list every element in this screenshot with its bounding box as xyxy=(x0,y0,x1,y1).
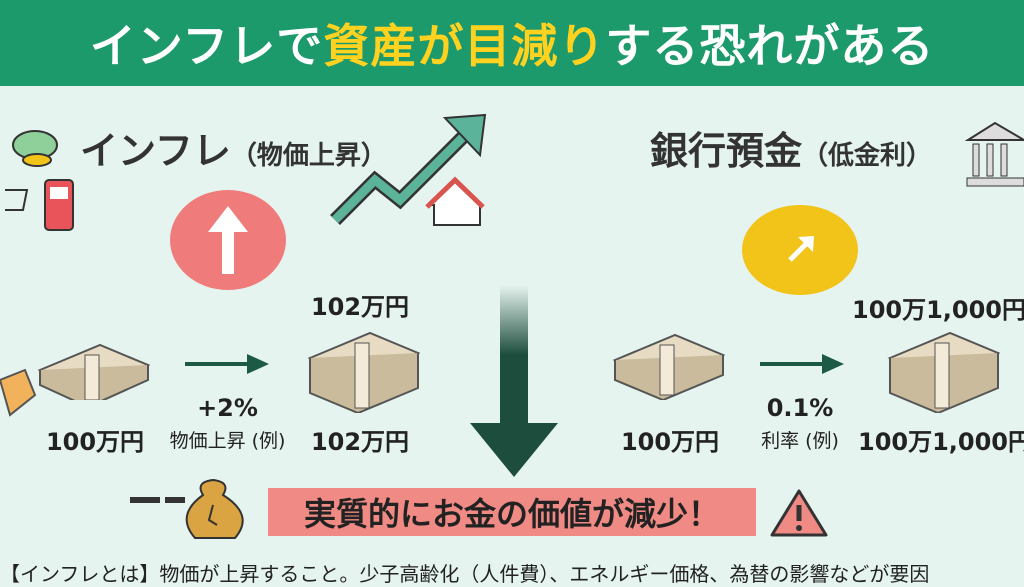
rising-trend-icon xyxy=(330,113,487,226)
inflation-heading: インフレ（物価上昇） xyxy=(80,120,387,175)
title-highlight: 資産が目減り xyxy=(323,19,606,73)
shopping-icons xyxy=(5,130,74,231)
money-stack-icon xyxy=(887,331,1000,413)
inflation-rate-label: 物価上昇 (例) xyxy=(169,430,286,452)
money-stack-icon xyxy=(37,343,150,400)
right-arrow-icon xyxy=(185,354,269,374)
bank-rate: 0.1% xyxy=(766,394,834,422)
bank-building-icon xyxy=(965,121,1024,187)
bank-heading: 銀行預金（低金利） xyxy=(650,120,932,175)
title-part2: する恐れがある xyxy=(605,19,935,73)
money-stack-icon xyxy=(612,333,725,400)
bank-rate-label: 利率 (例) xyxy=(761,430,839,452)
right-arrow-icon xyxy=(760,354,844,374)
bank-before-amount: 100万円 xyxy=(620,428,720,456)
inflation-heading-text: インフレ xyxy=(80,129,231,173)
page-title: インフレで資産が目減りする恐れがある xyxy=(0,0,1024,86)
inflation-after-top: 102万円 xyxy=(310,293,410,321)
title-part1: インフレで xyxy=(89,19,324,73)
bank-after-amount: 100万1,000円 xyxy=(858,428,1024,456)
diagonal-up-arrow-icon xyxy=(788,236,814,262)
up-arrow-circle xyxy=(170,190,286,290)
footnote: 【インフレとは】物価が上昇すること。少子高齢化（人件費）、エネルギー価格、為替の… xyxy=(0,562,930,586)
inflation-rate: +2% xyxy=(197,394,258,422)
warning-icon xyxy=(770,489,828,537)
down-arrow-icon xyxy=(470,285,558,477)
bank-heading-text: 銀行預金 xyxy=(650,129,803,173)
conclusion-banner: 実質的にお金の価値が減少！ xyxy=(268,488,756,536)
inflation-after-amount: 102万円 xyxy=(310,428,410,456)
broken-chain-money-bag-icon xyxy=(130,478,244,539)
inflation-heading-sub: （物価上昇） xyxy=(230,141,387,171)
money-stack-icon xyxy=(307,331,420,413)
up-arrow-icon xyxy=(208,206,248,274)
bank-after-top: 100万1,000円 xyxy=(852,296,1024,324)
bank-heading-sub: （低金利） xyxy=(802,141,933,171)
price-tag-icon xyxy=(0,368,37,417)
inflation-before-amount: 100万円 xyxy=(45,428,145,456)
small-arrow-circle xyxy=(742,205,858,295)
